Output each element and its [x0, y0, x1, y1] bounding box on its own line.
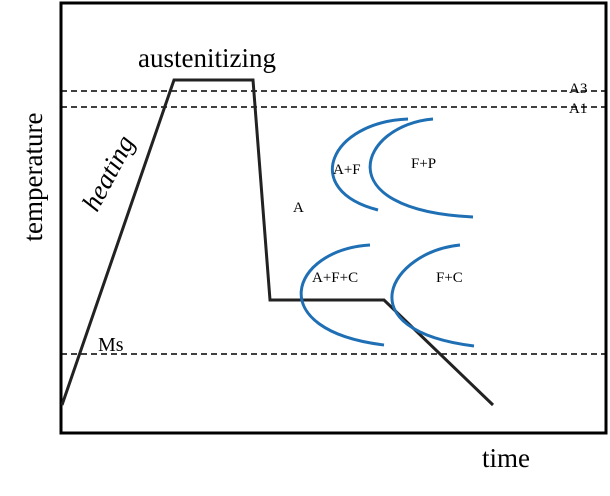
- a-f-region-label: A+F: [333, 162, 361, 178]
- curve-a-f-c-start: [299, 243, 385, 347]
- heat-treatment-path: [60, 78, 495, 407]
- a1-label: A1: [569, 101, 587, 117]
- a-f-c-region-label: A+F+C: [312, 270, 358, 286]
- a3-label: A3: [569, 81, 587, 97]
- f-c-region-label: F+C: [436, 270, 463, 286]
- austenitizing-label: austenitizing: [138, 43, 276, 73]
- curve-f-p-start: [368, 117, 474, 219]
- x-axis-label: time: [482, 443, 530, 473]
- curve-a-f-start: [331, 117, 409, 212]
- f-p-region-label: F+P: [411, 156, 436, 172]
- y-axis-label: temperature: [18, 113, 48, 242]
- curve-f-c-start: [390, 243, 475, 348]
- plot-frame: [59, 1, 608, 435]
- austenite-label: A: [293, 200, 304, 216]
- ms-label: Ms: [98, 334, 124, 356]
